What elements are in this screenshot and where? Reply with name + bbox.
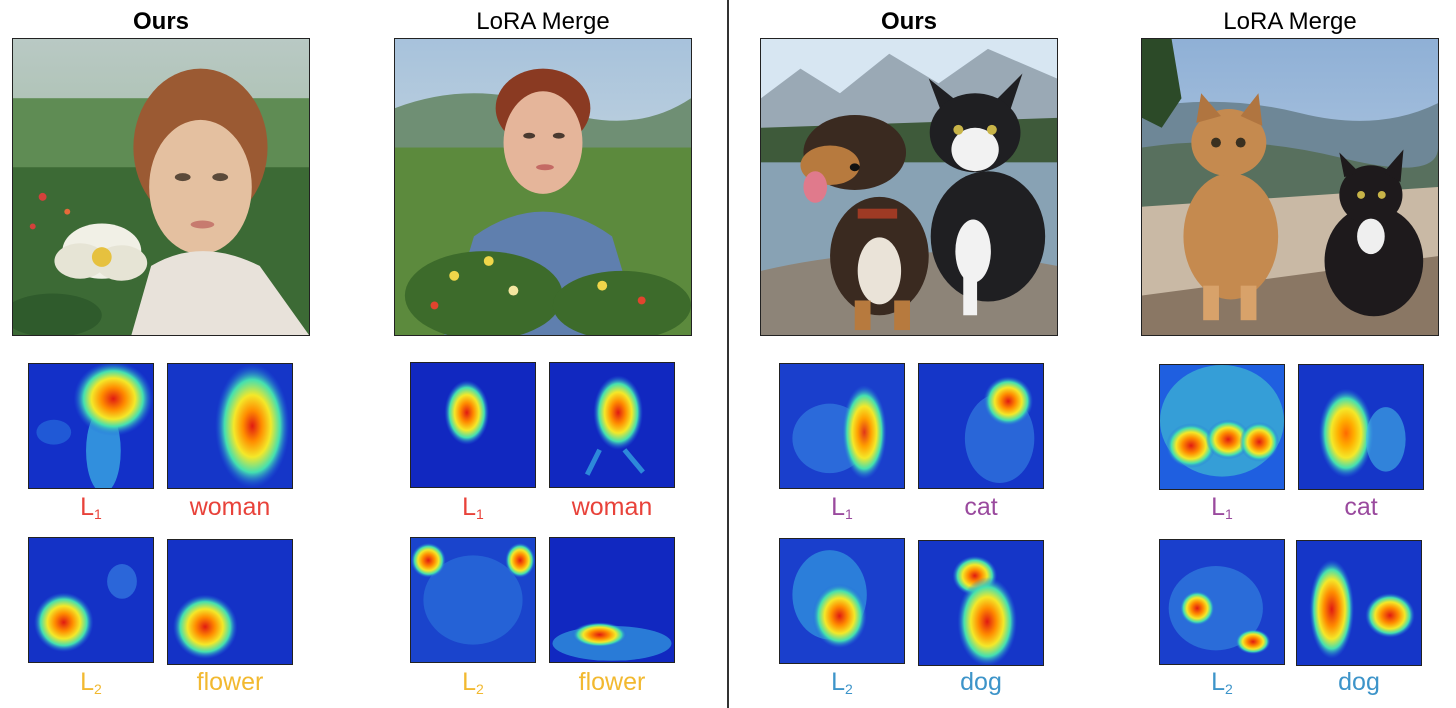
cartoon-dog-and-cat-image	[760, 38, 1058, 336]
panel-title: LoRA Merge	[1223, 8, 1357, 35]
attention-heatmap	[410, 537, 536, 663]
panel-title: Ours	[132, 8, 189, 35]
portrait-woman-flower-image	[12, 38, 310, 336]
token-label: L1	[1211, 493, 1233, 522]
token-label: L1	[80, 493, 102, 522]
panel-title: Ours	[880, 8, 937, 35]
attention-heatmap	[410, 362, 536, 488]
attention-heatmap	[28, 363, 154, 489]
token-label: flower	[196, 668, 264, 696]
photo-two-cats-image	[1141, 38, 1439, 336]
token-label: L1	[831, 493, 853, 522]
attention-heatmap	[1159, 364, 1285, 490]
attention-heatmap	[1298, 364, 1424, 490]
attention-heatmap	[549, 537, 675, 663]
attention-heatmap	[918, 363, 1044, 489]
token-label: L2	[1211, 668, 1233, 697]
token-label: cat	[964, 493, 998, 521]
token-label: dog	[960, 668, 1002, 696]
attention-heatmap	[1296, 540, 1422, 666]
token-label: L2	[462, 668, 484, 697]
attention-heatmap	[28, 537, 154, 663]
panel-title: LoRA Merge	[476, 8, 610, 35]
token-label: cat	[1344, 493, 1378, 521]
token-label: dog	[1338, 668, 1380, 696]
attention-heatmap	[918, 540, 1044, 666]
token-label: woman	[189, 493, 271, 521]
token-label: woman	[571, 493, 653, 521]
token-label: L1	[462, 493, 484, 522]
panel-divider	[727, 0, 729, 708]
attention-heatmap	[779, 538, 905, 664]
token-label: L2	[80, 668, 102, 697]
attention-heatmap	[1159, 539, 1285, 665]
token-label: flower	[578, 668, 646, 696]
attention-heatmap	[167, 363, 293, 489]
attention-heatmap	[167, 539, 293, 665]
attention-heatmap	[549, 362, 675, 488]
attention-heatmap	[779, 363, 905, 489]
token-label: L2	[831, 668, 853, 697]
portrait-woman-flowers-image	[394, 38, 692, 336]
